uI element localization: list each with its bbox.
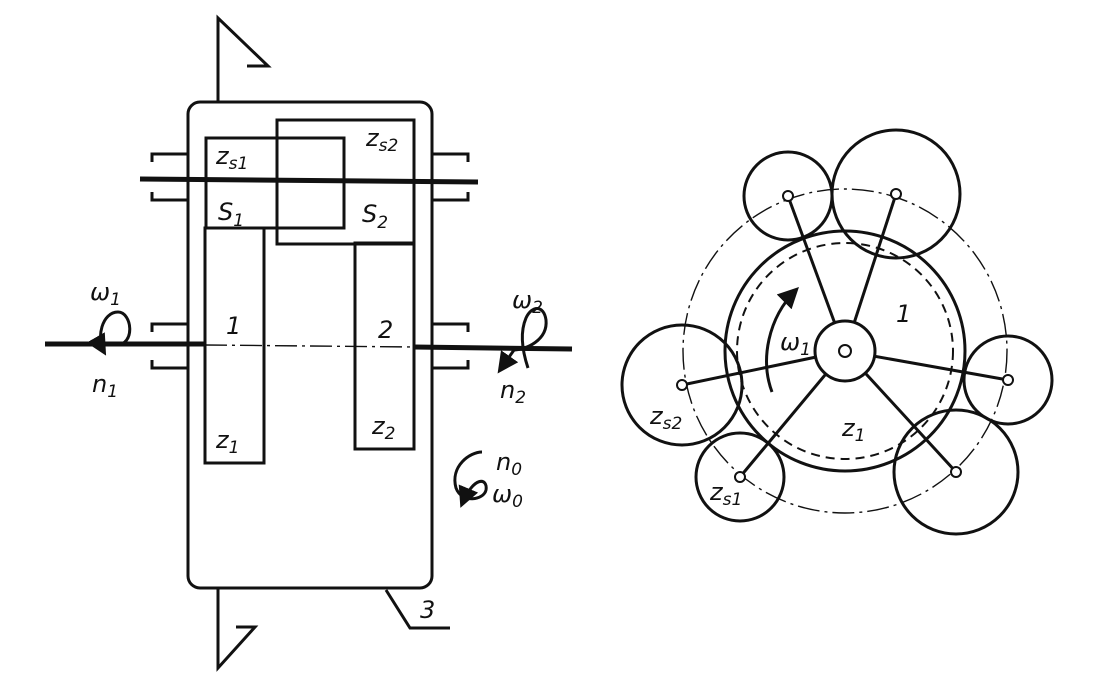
planet-gear-s1: [204, 136, 346, 230]
label-n1: n1: [92, 370, 118, 402]
bearing-brackets: [150, 152, 470, 370]
label-center-1: 1: [896, 300, 911, 328]
housing-label: 3: [420, 596, 435, 624]
planet-circle: [830, 128, 962, 260]
center-axis: [204, 344, 415, 348]
label-n2: n2: [500, 376, 526, 408]
label-omega0: ω0: [492, 480, 523, 512]
planet-circle: [892, 408, 1020, 536]
label-omega1-right: ω1: [780, 328, 811, 360]
central-gear-outer: [723, 229, 967, 473]
output-rotation-tail: [497, 349, 519, 374]
label-omega2: ω2: [512, 286, 543, 318]
top-flange: [216, 14, 272, 102]
carrier-rotation-arrow: [453, 450, 488, 508]
output-rotation-arrow: [512, 307, 548, 369]
label-omega1: ω1: [90, 278, 121, 310]
input-rotation-arrow: [86, 310, 132, 356]
side-view: 3 zs1: [45, 14, 573, 672]
label-zs2-right: zs2: [649, 402, 682, 434]
label-axis-2: 2: [378, 316, 393, 344]
label-zs1-right: zs1: [709, 478, 742, 510]
label-s2: S2: [362, 200, 388, 233]
label-z1: z1: [215, 426, 239, 458]
label-zs1: zs1: [215, 142, 248, 174]
label-axis-1: 1: [226, 312, 241, 340]
front-view: 1 ω1 z1 zs2 zs1: [620, 128, 1054, 536]
planet-shaft: [139, 176, 479, 185]
bottom-flange: [216, 588, 259, 672]
sun-rotation-arrow: [765, 287, 799, 393]
planet-circle: [694, 431, 786, 523]
central-gear-pitch: [736, 242, 954, 460]
label-z1-right: z1: [841, 414, 865, 446]
label-zs2: zs2: [365, 124, 398, 156]
planet-circle: [962, 334, 1054, 426]
planet-pivots: [676, 188, 1014, 483]
housing-leader: [384, 589, 450, 630]
label-n0: n0: [496, 448, 522, 480]
label-s1: S1: [218, 198, 244, 231]
output-shaft: [413, 344, 573, 352]
planet-pitch-circle: [682, 188, 1008, 514]
planet-gear-s2: [275, 118, 416, 246]
hub-center: [838, 344, 852, 358]
label-z2: z2: [371, 412, 395, 444]
